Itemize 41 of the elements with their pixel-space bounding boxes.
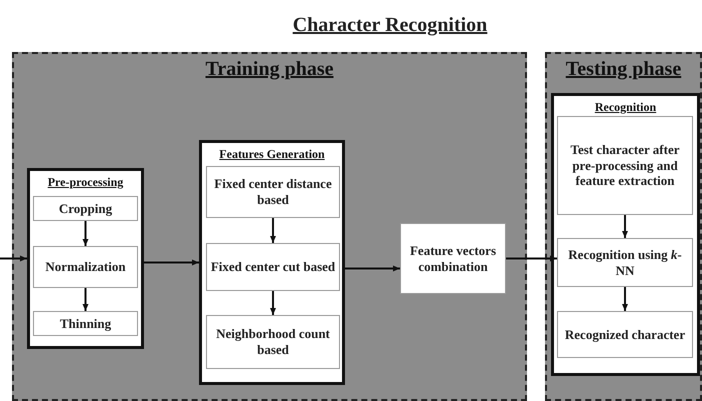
process-box (206, 166, 340, 218)
process-box (33, 311, 138, 336)
step-label: Fixed center distance based (213, 176, 333, 208)
step-label: Recognized character (564, 326, 686, 342)
section-heading: Recognition (594, 100, 658, 115)
step-label: Neighborhood count based (215, 326, 331, 358)
group-box (199, 140, 345, 385)
process-box (206, 315, 340, 369)
step-label: Thinning (58, 316, 112, 332)
process-box (206, 243, 340, 291)
diagram-title: Character Recognition (292, 14, 488, 37)
process-box (557, 238, 693, 287)
section-heading: Testing phase (564, 58, 682, 81)
section-heading: Pre-processing (46, 175, 124, 190)
arrow (270, 218, 276, 243)
arrow (345, 266, 400, 272)
process-box (557, 311, 693, 358)
phase-panel (545, 52, 702, 401)
arrow (622, 215, 628, 238)
arrow (622, 287, 628, 311)
section-heading: Features Generation (218, 147, 326, 162)
process-box (400, 223, 506, 294)
step-label: Test character after pre-processing and feature extraction (569, 142, 680, 189)
group-box (27, 168, 144, 349)
group-box (551, 93, 700, 376)
arrow (270, 291, 276, 315)
arrow (144, 260, 199, 266)
step-label: Feature vectors combination (408, 242, 498, 274)
section-heading: Training phase (204, 58, 334, 81)
arrow (506, 256, 557, 262)
arrow (0, 256, 27, 262)
process-box (33, 196, 138, 221)
phase-panel (12, 52, 527, 401)
process-box (33, 246, 138, 288)
step-label: Normalization (44, 259, 127, 275)
step-label: Recognition using k-NN (567, 246, 683, 278)
process-box (557, 116, 693, 215)
step-label: Fixed center cut based (210, 259, 336, 275)
step-label: Cropping (58, 200, 114, 216)
arrow (82, 221, 88, 246)
arrow (82, 288, 88, 311)
